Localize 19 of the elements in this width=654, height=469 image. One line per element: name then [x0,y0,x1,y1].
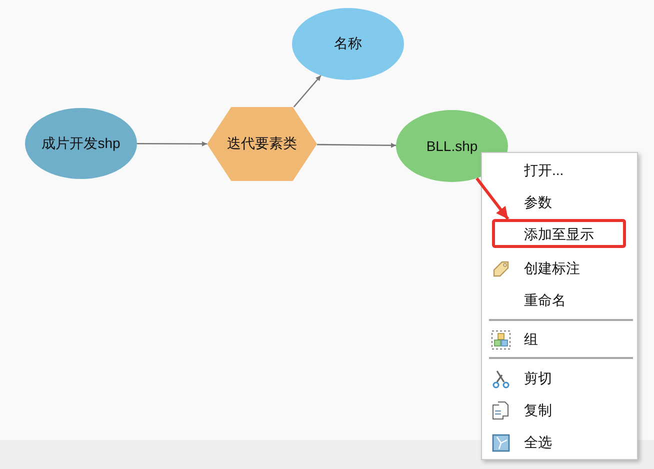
menu-item: 组 [524,331,538,349]
node-label: 迭代要素类 [226,135,298,153]
arrow [293,75,322,108]
node-label: 成片开发shp [40,134,122,152]
node-label: 名称 [333,35,363,53]
arrow [476,177,510,220]
menu-item: 全选 [524,434,552,452]
highlight-box [492,219,626,248]
arrow [317,142,396,148]
menu-item: 重命名 [524,292,566,310]
menu-item: 打开... [524,162,564,180]
context-menu [481,152,638,460]
menu-item: 剪切 [524,370,552,388]
menu-item: 添加至显示 [524,226,594,244]
arrow [137,141,207,146]
menu-item: 创建标注 [524,260,580,278]
menu-item: 参数 [524,194,552,212]
node-label: BLL.shp [425,138,479,154]
menu-item: 复制 [524,402,552,420]
